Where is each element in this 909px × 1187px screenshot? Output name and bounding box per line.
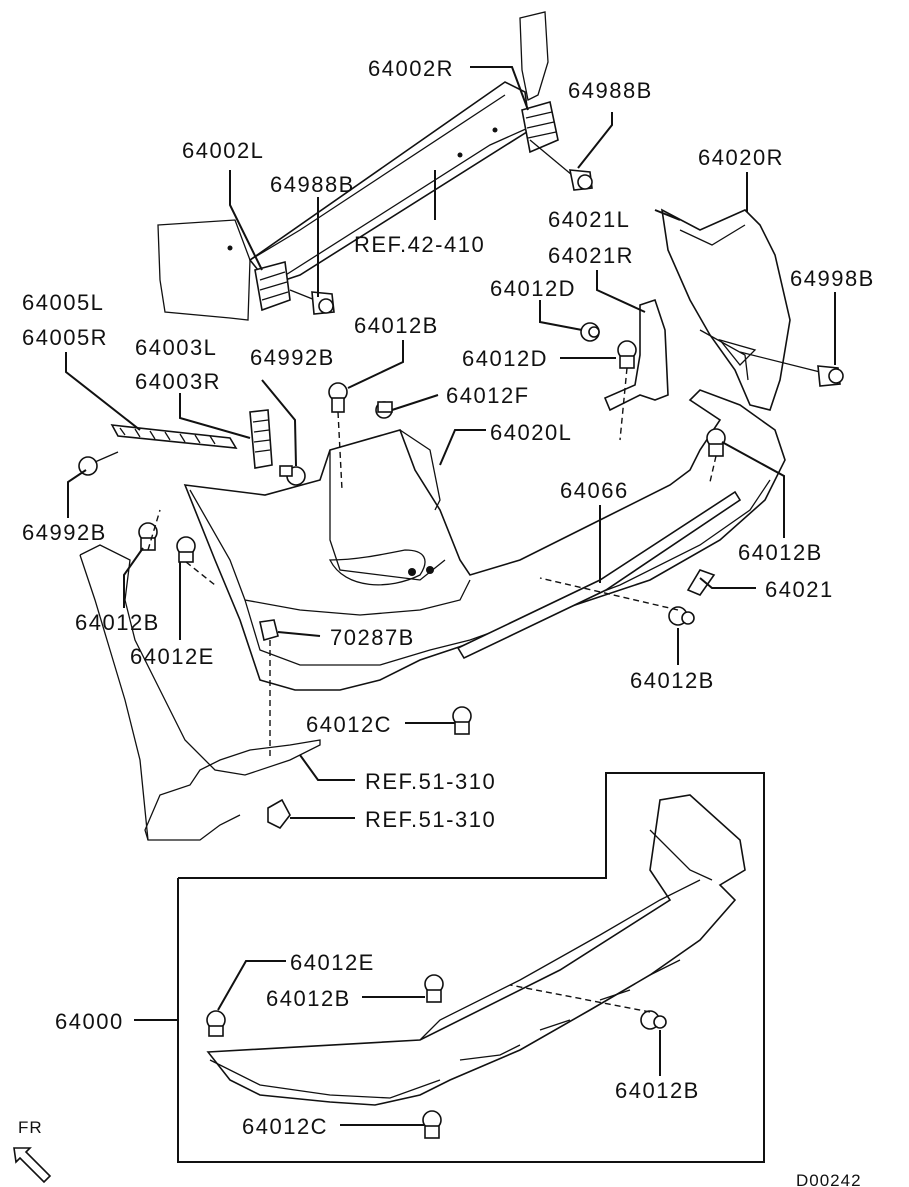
label-64988B-left: 64988B xyxy=(270,172,355,197)
clip-64012D-b xyxy=(617,340,637,369)
mud-guard xyxy=(79,544,321,841)
inset-assembly-box xyxy=(134,772,765,1163)
clip-64012B-bottom xyxy=(668,606,695,626)
label-64012E-a: 64012E xyxy=(130,644,215,669)
label-64012D-a: 64012D xyxy=(490,276,576,301)
alignment-lines xyxy=(147,367,717,760)
label-64012B-b: 64012B xyxy=(738,540,823,565)
label-ref-42-410: REF.42-410 xyxy=(354,232,485,257)
clip-ref51-bottom xyxy=(267,798,291,830)
clip-64012F xyxy=(375,401,393,419)
label-64000: 64000 xyxy=(55,1009,124,1034)
label-64020R: 64020R xyxy=(698,145,784,170)
label-64005L: 64005L xyxy=(22,290,104,315)
clip-inset-64012E xyxy=(206,1010,226,1037)
bumper-fascia xyxy=(183,389,786,691)
label-64992B-b: 64992B xyxy=(22,520,107,545)
label-64012B-d: 64012B xyxy=(630,668,715,693)
label-70287B: 70287B xyxy=(330,625,415,650)
label-64012C-a: 64012C xyxy=(306,712,392,737)
bolt-64998B xyxy=(739,351,844,387)
bolt-64988B-left xyxy=(289,289,335,315)
clip-64021 xyxy=(686,569,716,596)
bracket-64002L xyxy=(254,260,291,312)
label-64005R: 64005R xyxy=(22,325,108,350)
front-direction-arrow-icon xyxy=(13,1147,52,1184)
clip-64012C xyxy=(452,706,472,735)
label-64012F: 64012F xyxy=(446,383,530,408)
label-fr: FR xyxy=(18,1118,43,1137)
label-64012D-b: 64012D xyxy=(462,346,548,371)
label-64002L: 64002L xyxy=(182,138,264,163)
clip-64012D-a xyxy=(580,322,600,342)
leader-lines xyxy=(65,66,836,819)
clip-inset-64012B-a xyxy=(424,974,444,1003)
callout-labels: 64002R 64988B 64002L 64988B REF.42-410 6… xyxy=(18,56,875,1187)
label-ref-51-310-a: REF.51-310 xyxy=(365,769,496,794)
label-64066: 64066 xyxy=(560,478,629,503)
label-64003L: 64003L xyxy=(135,335,217,360)
rear-beam-reinforcement xyxy=(157,11,549,321)
rail-64005 xyxy=(110,424,238,449)
clip-64012E xyxy=(176,536,196,563)
clip-70287B xyxy=(259,619,279,642)
diagram-code: D00242 xyxy=(796,1171,862,1187)
label-64012C-b: 64012C xyxy=(242,1114,328,1139)
label-64012E-b: 64012E xyxy=(290,950,375,975)
label-64992B-a: 64992B xyxy=(250,345,335,370)
label-64988B-right: 64988B xyxy=(568,78,653,103)
label-64012B-f: 64012B xyxy=(615,1078,700,1103)
label-64021R: 64021R xyxy=(548,243,634,268)
bolt-64992B-a xyxy=(279,465,306,486)
label-64998B: 64998B xyxy=(790,266,875,291)
label-64020L: 64020L xyxy=(490,420,572,445)
label-64012B-e: 64012B xyxy=(266,986,351,1011)
bracket-64002R xyxy=(521,100,559,154)
clip-64012B-top xyxy=(328,382,348,413)
clip-64012B-right xyxy=(706,428,726,457)
bracket-64021 xyxy=(603,298,669,412)
label-64012B-a: 64012B xyxy=(354,313,439,338)
label-64002R: 64002R xyxy=(368,56,454,81)
clip-inset-64012C xyxy=(422,1110,442,1139)
label-ref-51-310-b: REF.51-310 xyxy=(365,807,496,832)
label-64021L: 64021L xyxy=(548,207,630,232)
label-64021: 64021 xyxy=(765,577,834,602)
label-64003R: 64003R xyxy=(135,369,221,394)
rail-64003 xyxy=(249,409,273,469)
clip-inset-64012B-b xyxy=(640,1010,667,1030)
label-64012B-c: 64012B xyxy=(75,610,160,635)
bolt-64988B-right xyxy=(529,139,593,191)
side-bracket-64020R xyxy=(660,208,791,411)
